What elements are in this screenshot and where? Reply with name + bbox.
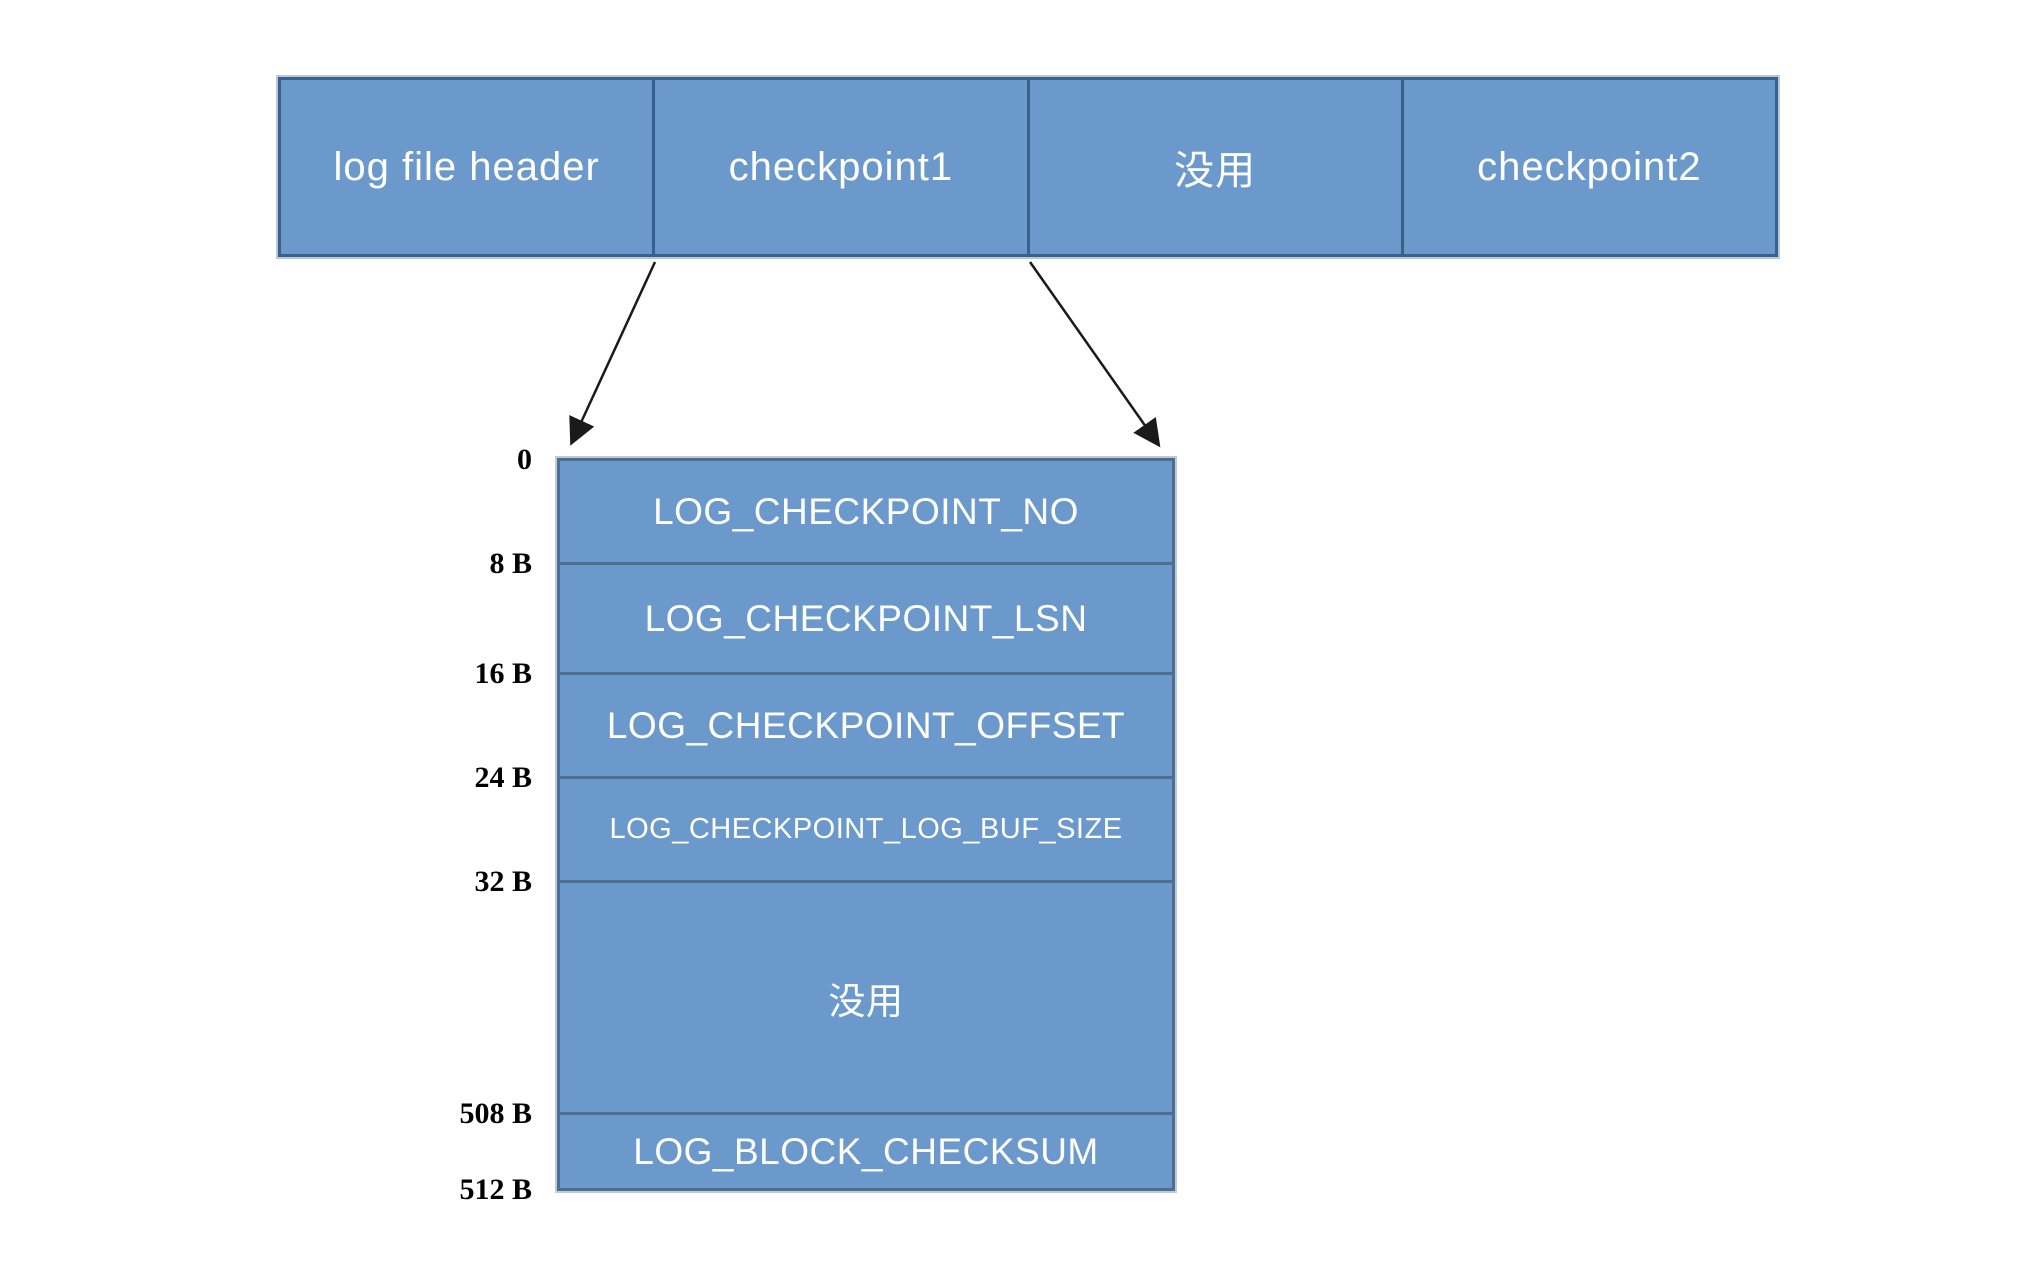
block-row-log-checkpoint-log-buf-size: LOG_CHECKPOINT_LOG_BUF_SIZE — [560, 776, 1172, 880]
bar-segment-unused: 没用 — [1026, 80, 1401, 254]
log-file-bar: log file header checkpoint1 没用 checkpoin… — [278, 77, 1778, 257]
block-row-log-block-checksum: LOG_BLOCK_CHECKSUM — [560, 1112, 1172, 1188]
block-row-label: 没用 — [828, 980, 904, 1022]
arrow-right-icon — [1028, 261, 1161, 448]
offset-label-8b: 8 B — [489, 547, 532, 580]
bar-segment-label: 没用 — [1174, 149, 1257, 193]
offset-label-32b: 32 B — [474, 865, 532, 898]
bar-segment-label: checkpoint1 — [728, 144, 954, 189]
block-row-label: LOG_CHECKPOINT_LSN — [644, 597, 1088, 639]
block-row-log-checkpoint-no: LOG_CHECKPOINT_NO — [560, 461, 1172, 562]
bar-segment-checkpoint2: checkpoint2 — [1400, 80, 1775, 254]
block-row-label: LOG_CHECKPOINT_OFFSET — [606, 704, 1126, 746]
bar-segment-label: checkpoint2 — [1477, 144, 1702, 189]
block-row-label: LOG_CHECKPOINT_LOG_BUF_SIZE — [609, 813, 1123, 845]
offset-label-24b: 24 B — [474, 761, 532, 794]
offset-label-508b: 508 B — [459, 1097, 532, 1130]
offset-label-0: 0 — [517, 443, 532, 476]
block-row-label: LOG_BLOCK_CHECKSUM — [633, 1130, 1099, 1172]
block-row-label: LOG_CHECKPOINT_NO — [653, 490, 1079, 532]
checkpoint-detail-block: LOG_CHECKPOINT_NO LOG_CHECKPOINT_LSN LOG… — [557, 458, 1175, 1191]
bar-segment-log-file-header: log file header — [281, 80, 652, 254]
arrow-left-icon — [569, 261, 657, 446]
block-row-unused: 没用 — [560, 880, 1172, 1112]
block-row-log-checkpoint-lsn: LOG_CHECKPOINT_LSN — [560, 562, 1172, 672]
block-row-log-checkpoint-offset: LOG_CHECKPOINT_OFFSET — [560, 672, 1172, 776]
offset-label-512b: 512 B — [459, 1173, 532, 1206]
bar-segment-label: log file header — [333, 144, 600, 189]
offset-label-16b: 16 B — [474, 657, 532, 690]
bar-segment-checkpoint1: checkpoint1 — [652, 80, 1026, 254]
